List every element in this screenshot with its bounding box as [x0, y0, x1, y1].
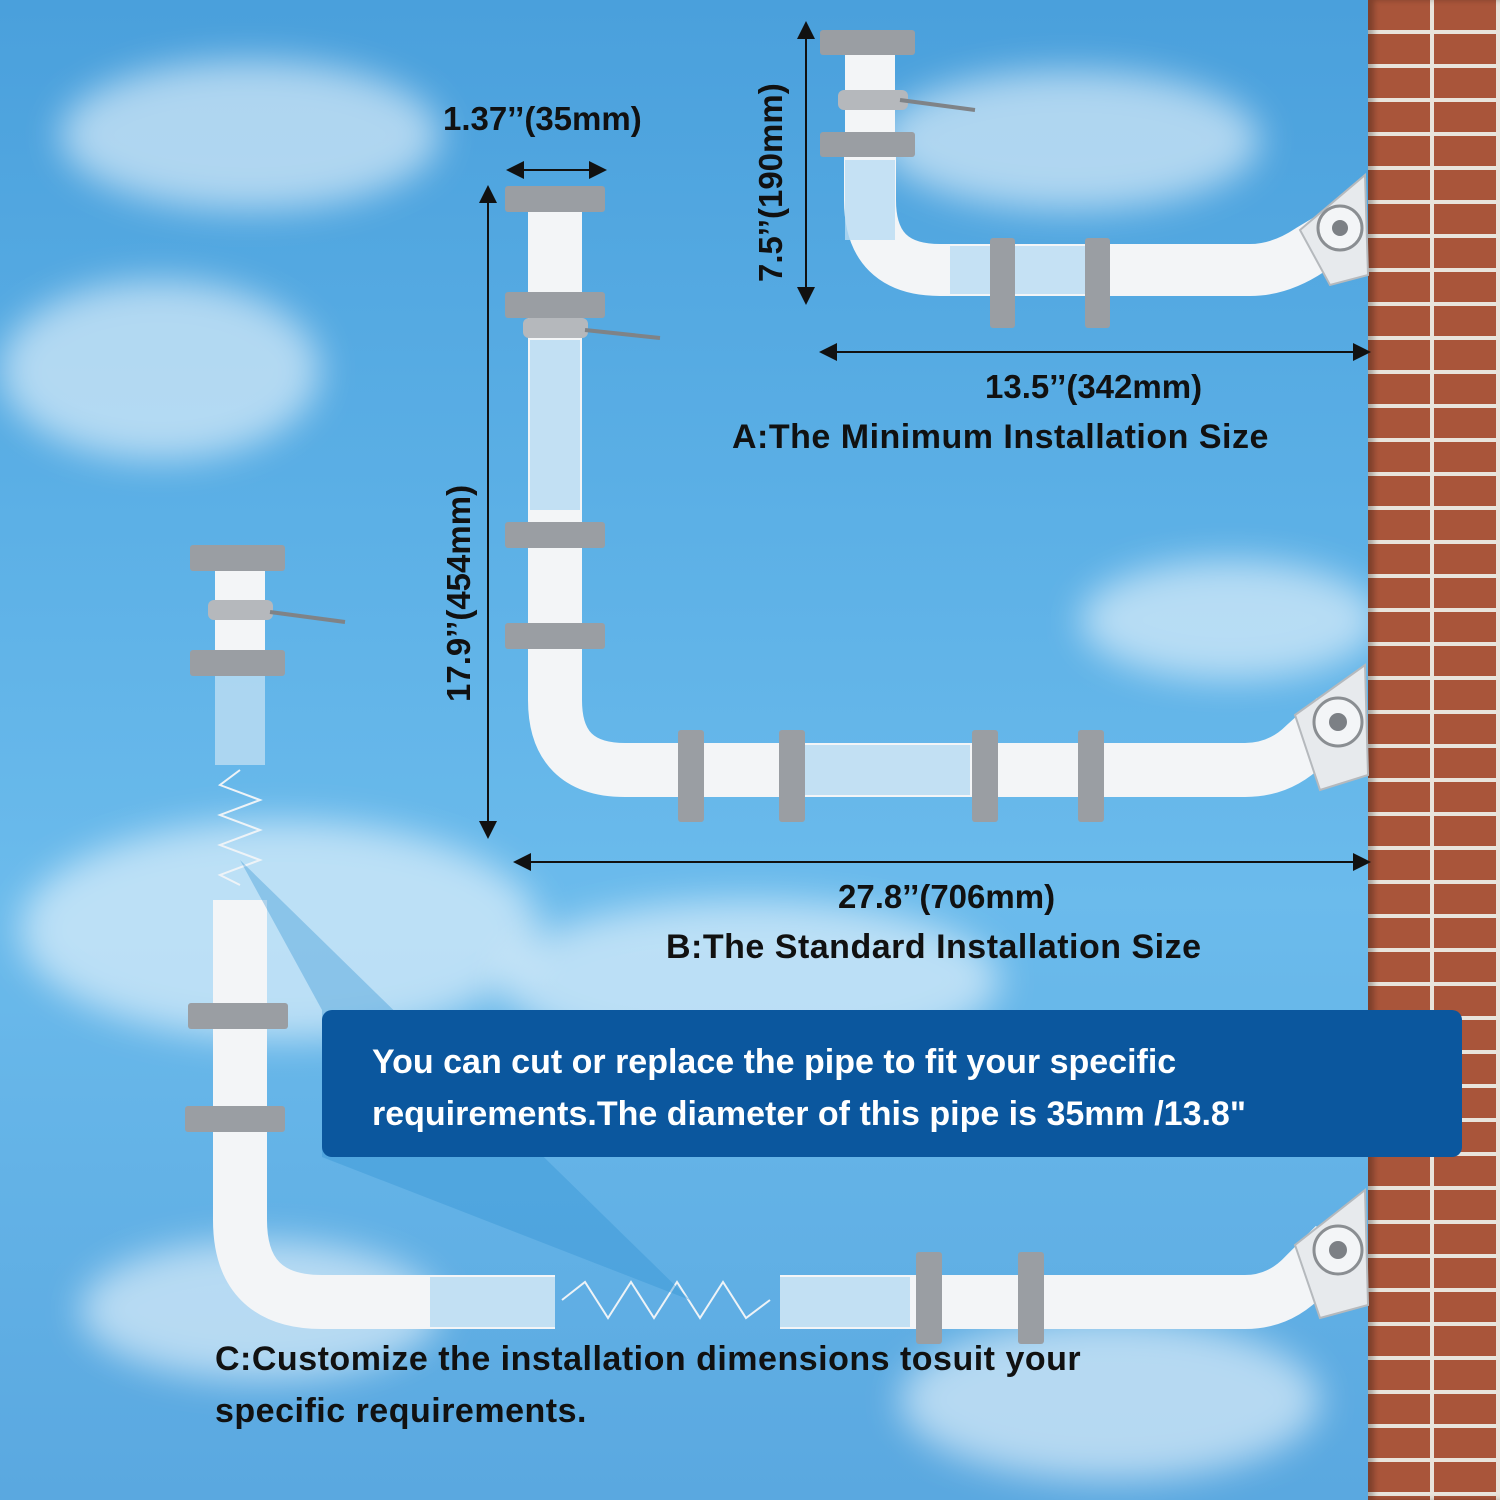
caption-b: B:The Standard Installation Size	[666, 928, 1202, 966]
brick-wall	[1368, 0, 1500, 1500]
clamp-plate	[1018, 1252, 1044, 1344]
install-a-pipe	[820, 30, 1370, 328]
hose-clamp	[838, 90, 908, 110]
clamp-plate	[820, 132, 915, 157]
clamp-plate	[972, 730, 998, 822]
transparent-pipe-section	[430, 1277, 555, 1327]
clamp-plate	[185, 1106, 285, 1132]
b-height-label: 17.9’’(454mm)	[440, 484, 477, 702]
clamp-plate	[188, 1003, 288, 1029]
b-width-label: 27.8’’(706mm)	[838, 878, 1056, 915]
clamp-plate	[505, 292, 605, 318]
transparent-pipe-section	[780, 1277, 910, 1327]
dimension-lines	[479, 21, 1371, 871]
callout-box: You can cut or replace the pipe to fit y…	[322, 1010, 1462, 1157]
a-height-label: 7.5’’(190mm)	[752, 83, 789, 282]
hose-clamp	[208, 600, 273, 620]
transparent-pipe-section	[950, 246, 1100, 294]
cut-zigzag	[217, 769, 263, 886]
clamp-plate	[678, 730, 704, 822]
cloud	[900, 1320, 1320, 1480]
clamp-plate	[505, 186, 605, 212]
caption-c-line1: C:Customize the installation dimensions …	[215, 1340, 1082, 1378]
cloud	[880, 70, 1260, 210]
clamp-plate	[505, 522, 605, 548]
transparent-pipe-section	[800, 745, 970, 795]
cut-zigzag	[561, 1280, 771, 1320]
clamp-plate	[1078, 730, 1104, 822]
caption-c-line2: specific requirements.	[215, 1392, 587, 1430]
clamp-plate	[916, 1252, 942, 1344]
hose-clamp	[523, 318, 588, 338]
cloud	[1080, 560, 1380, 680]
callout-line1: You can cut or replace the pipe to fit y…	[372, 1043, 1177, 1081]
cloud	[0, 280, 320, 460]
clamp-plate	[190, 545, 285, 571]
caption-a: A:The Minimum Installation Size	[732, 418, 1269, 456]
clamp-plate	[1085, 238, 1110, 328]
install-b-pipe	[505, 186, 1370, 822]
a-width-label: 13.5’’(342mm)	[985, 368, 1203, 405]
cloud	[60, 60, 440, 210]
clamp-plate	[820, 30, 915, 55]
clamp-plate	[505, 623, 605, 649]
transparent-pipe-section	[845, 160, 895, 240]
transparent-pipe-section	[530, 340, 580, 510]
clamp-plate	[990, 238, 1015, 328]
clamp-plate	[779, 730, 805, 822]
pipe-diameter-label: 1.37’’(35mm)	[443, 100, 642, 137]
clamp-plate	[190, 650, 285, 676]
callout-line2: requirements.The diameter of this pipe i…	[372, 1095, 1246, 1133]
